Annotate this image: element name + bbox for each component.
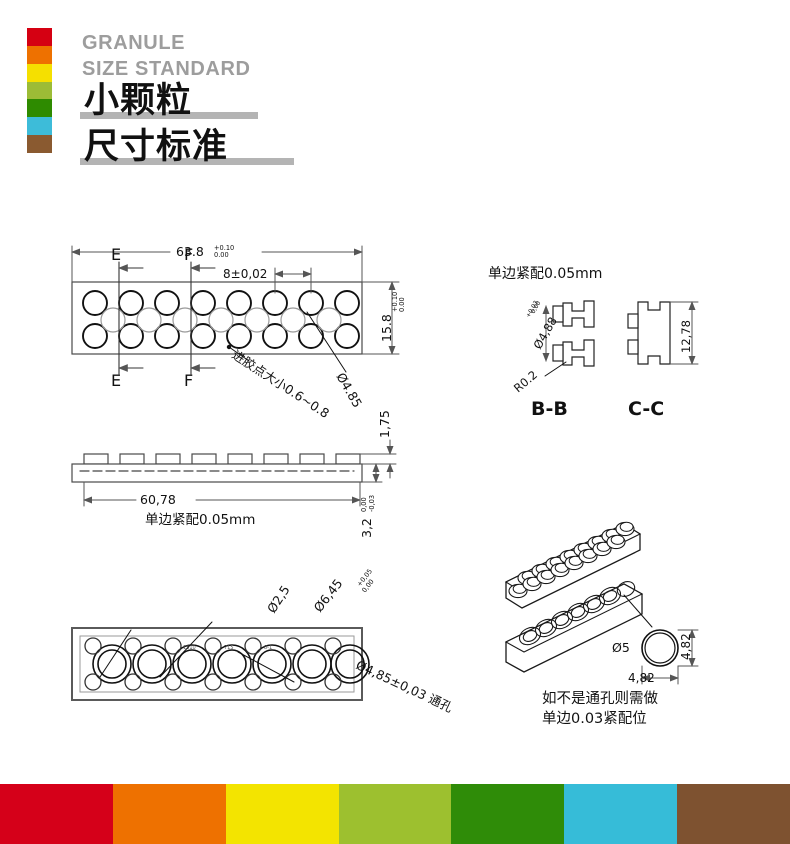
dim-overall-width bbox=[71, 245, 363, 283]
title-line-2: 尺寸标准 bbox=[84, 127, 229, 168]
label-detail-width: 4,82 bbox=[628, 671, 655, 685]
footer-swatch-red bbox=[0, 784, 113, 844]
label-sections-fit-note: 单边紧配0.05mm bbox=[488, 266, 602, 282]
section-mark-e-bottom: E bbox=[111, 371, 121, 390]
label-through-hole: Ø4,85±0,03 通孔 bbox=[354, 657, 456, 715]
dim-height bbox=[361, 281, 400, 355]
mold-mark-2: 715 bbox=[224, 645, 234, 651]
bottom-view-small-holes bbox=[84, 637, 342, 691]
section-marks bbox=[117, 261, 216, 375]
footer-swatch-yellow-green bbox=[338, 784, 452, 844]
footer-swatch-orange bbox=[112, 784, 226, 844]
mold-mark-1: 1310 bbox=[183, 645, 196, 651]
side-view-body bbox=[71, 463, 363, 483]
iso-note-line-1: 如不是通孔则需做 bbox=[542, 690, 658, 707]
page-header: GRANULE SIZE STANDARD 小颗粒 尺寸标准 bbox=[0, 0, 790, 190]
label-detail-height: 4,82 bbox=[679, 633, 693, 660]
stud-dia-leader bbox=[306, 311, 347, 373]
label-gate: 进胶点大小0.6~0.8 bbox=[229, 347, 332, 421]
dim-detail bbox=[641, 629, 699, 685]
page-title: 小颗粒 尺寸标准 bbox=[80, 81, 295, 174]
tol-overall-width-upper: +0.10 bbox=[214, 244, 234, 252]
leader-detail bbox=[623, 594, 653, 628]
top-view-middle-circles bbox=[100, 307, 342, 333]
leader-through-hole bbox=[237, 651, 295, 683]
iso-brick-upper bbox=[504, 521, 642, 609]
bottom-view-group: 1310 715 8-1 Ø2,5 Ø6,45 +0,05 0,00 Ø4,85… bbox=[71, 567, 456, 715]
swatch-yellow bbox=[27, 63, 52, 82]
footer-swatch-brown bbox=[677, 784, 790, 844]
bottom-view-inner-outline bbox=[79, 635, 355, 693]
tol-height-lower: 0.00 bbox=[398, 297, 406, 312]
section-mark-f-bottom: F bbox=[184, 371, 193, 390]
iso-view-group: Ø5 4,82 4,82 如不是通孔则需做 单边0.03紧配位 bbox=[504, 521, 699, 727]
label-height: 15.8 bbox=[379, 314, 394, 342]
section-cc-profile bbox=[627, 301, 671, 365]
label-section-bb: B-B bbox=[531, 398, 568, 420]
swatch-red bbox=[27, 28, 52, 46]
sections-group: 单边紧配0.05mm Ø4,88 +0,03 0,00 bbox=[488, 266, 699, 420]
label-side-fit-note: 单边紧配0.05mm bbox=[145, 512, 255, 528]
brand-line-2: SIZE STANDARD bbox=[82, 58, 251, 81]
top-view-studs bbox=[82, 290, 360, 349]
dim-cc-width bbox=[669, 301, 699, 365]
swatch-brown bbox=[27, 135, 52, 154]
gate-leader bbox=[226, 344, 250, 362]
side-view-studs bbox=[83, 453, 361, 465]
iso-note-line-2: 单边0.03紧配位 bbox=[542, 710, 647, 727]
footer-swatch-cyan bbox=[564, 784, 678, 844]
leader-tube-dia bbox=[159, 621, 213, 678]
title-line-1: 小颗粒 bbox=[84, 81, 193, 121]
tol-overall-width-lower: 0.00 bbox=[214, 251, 229, 259]
label-small-pin-dia: Ø2,5 bbox=[264, 583, 293, 616]
footer-color-bar bbox=[0, 784, 790, 844]
label-cc-width: 12,78 bbox=[679, 320, 693, 353]
label-detail-dia: Ø5 bbox=[612, 640, 630, 655]
tol-thickness-lower: -0,03 bbox=[368, 495, 376, 512]
title-highlight-2 bbox=[80, 158, 295, 166]
dim-thickness bbox=[361, 463, 383, 483]
top-view-group: 63.8 +0.10 0.00 8±0,02 bbox=[71, 244, 406, 421]
tol-thickness-upper: 0,00 bbox=[360, 497, 368, 512]
label-thickness: 3,2 bbox=[359, 518, 374, 538]
label-overall-width: 63.8 bbox=[176, 244, 204, 259]
iso-brick-lower bbox=[504, 581, 644, 673]
dim-side-length bbox=[83, 481, 361, 507]
swatch-green bbox=[27, 99, 52, 118]
detail-circle-outer bbox=[641, 629, 679, 667]
section-mark-f-top: F bbox=[184, 245, 193, 264]
label-side-length: 60,78 bbox=[140, 492, 176, 507]
section-bb-profile bbox=[552, 300, 595, 367]
title-line-2-wrap: 尺寸标准 bbox=[80, 127, 295, 168]
header-color-swatch-strip bbox=[27, 28, 52, 154]
swatch-orange bbox=[27, 45, 52, 64]
brand-line-1: GRANULE bbox=[82, 32, 186, 54]
swatch-cyan bbox=[27, 117, 52, 136]
brand-english-name: GRANULE SIZE STANDARD bbox=[82, 30, 251, 83]
bottom-view-tubes bbox=[92, 644, 370, 684]
section-mark-e-top: E bbox=[111, 245, 121, 264]
swatch-yellow-green bbox=[27, 81, 52, 100]
detail-circle-inner bbox=[644, 632, 676, 664]
label-bb-radius: R0.2 bbox=[511, 368, 540, 396]
label-section-cc: C-C bbox=[628, 398, 664, 420]
side-view-group: 60,78 单边紧配0.05mm 1,75 bbox=[71, 410, 397, 538]
technical-drawing: 63.8 +0.10 0.00 8±0,02 bbox=[0, 190, 790, 775]
label-stud-height: 1,75 bbox=[377, 410, 392, 438]
footer-swatch-green bbox=[451, 784, 565, 844]
tol-height-upper: +0.10 bbox=[391, 292, 399, 312]
dim-pitch bbox=[274, 267, 312, 294]
title-highlight-1 bbox=[80, 112, 259, 120]
label-pitch: 8±0,02 bbox=[223, 267, 267, 281]
bottom-view-outline bbox=[71, 627, 363, 701]
label-stud-dia: Ø4.85 bbox=[333, 370, 365, 410]
leader-small-pin bbox=[99, 629, 132, 678]
title-line-1-wrap: 小颗粒 bbox=[80, 81, 259, 121]
footer-swatch-yellow bbox=[225, 784, 339, 844]
dim-stud-height bbox=[359, 439, 397, 479]
mold-mark-3: 8-1 bbox=[264, 645, 272, 651]
leader-bb-radius bbox=[544, 361, 567, 377]
label-tube-outer-dia: Ø6,45 bbox=[311, 576, 346, 615]
